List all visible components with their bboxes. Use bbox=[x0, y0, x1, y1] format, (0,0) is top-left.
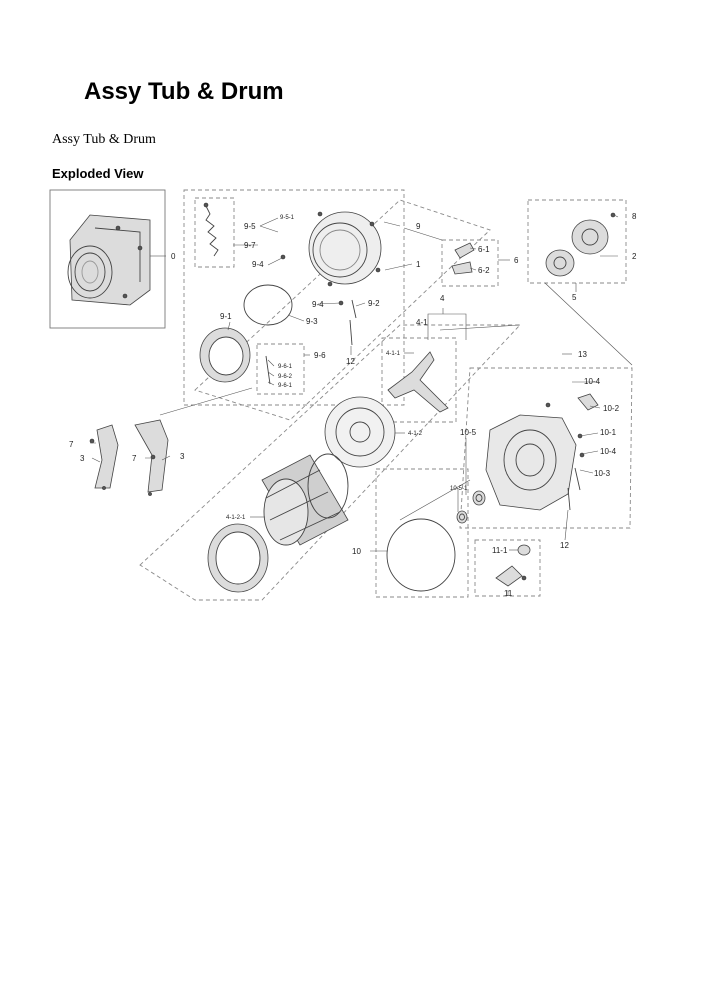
page-subtitle: Assy Tub & Drum bbox=[52, 132, 156, 147]
part-gasket-9-1 bbox=[199, 327, 251, 383]
part-bolt-7b bbox=[150, 454, 156, 460]
part-tub-rear-10 bbox=[485, 402, 585, 511]
label-6-1: 6-1 bbox=[478, 245, 490, 254]
label-4: 4 bbox=[440, 294, 445, 303]
label-9-1: 9-1 bbox=[220, 312, 232, 321]
part-spider-4-1-1 bbox=[387, 351, 449, 413]
assembly-thumbnail-frame bbox=[49, 189, 166, 329]
part-wire-ring-10 bbox=[386, 518, 456, 592]
label-6-2: 6-2 bbox=[478, 266, 490, 275]
group-box-5 bbox=[527, 199, 627, 284]
part-bolt-3a bbox=[102, 486, 106, 490]
label-3a: 3 bbox=[80, 454, 85, 463]
label-4-1-2-1: 4-1-2-1 bbox=[226, 515, 246, 521]
label-10-1: 10-1 bbox=[600, 428, 617, 437]
label-9-5: 9-5 bbox=[244, 222, 256, 231]
label-9-6-1a: 9-6-1 bbox=[278, 364, 293, 370]
part-drum-back-4-1-2 bbox=[324, 396, 396, 468]
label-1: 1 bbox=[416, 260, 421, 269]
label-2: 2 bbox=[632, 252, 637, 261]
label-4-1-1: 4-1-1 bbox=[386, 351, 401, 357]
group-box-10 bbox=[375, 468, 469, 598]
part-tub-front-9 bbox=[308, 211, 382, 287]
group-box-rear-tub bbox=[459, 367, 633, 529]
label-9-7: 9-7 bbox=[244, 241, 256, 250]
label-4-1-2: 4-1-2 bbox=[408, 431, 423, 437]
label-9-3: 9-3 bbox=[306, 317, 318, 326]
label-10-5: 10-5 bbox=[460, 428, 477, 437]
part-9-6 bbox=[265, 355, 271, 385]
section-heading: Exploded View bbox=[52, 166, 144, 181]
label-9-2: 9-2 bbox=[368, 299, 380, 308]
part-drum-front-ring-4-1-2-1 bbox=[207, 523, 269, 593]
guide-line-5 bbox=[399, 479, 471, 521]
guide-line-4 bbox=[403, 227, 443, 241]
label-0: 0 bbox=[171, 252, 176, 261]
label-3b: 3 bbox=[180, 452, 185, 461]
label-10: 10 bbox=[352, 547, 361, 556]
part-drum-4-1 bbox=[261, 453, 349, 546]
guide-line-1 bbox=[159, 387, 253, 416]
group-box-ring bbox=[194, 199, 491, 421]
label-7b: 7 bbox=[132, 454, 137, 463]
label-11-1: 11-1 bbox=[492, 546, 508, 555]
group-box-11 bbox=[474, 539, 541, 597]
label-5: 5 bbox=[572, 293, 577, 302]
leader-lines bbox=[90, 214, 619, 596]
label-13: 13 bbox=[578, 350, 587, 359]
label-10-5-1: 10-5-1 bbox=[450, 486, 468, 492]
label-10-2: 10-2 bbox=[603, 404, 620, 413]
guide-line-3 bbox=[544, 282, 633, 366]
part-seal-10-5-inner bbox=[475, 494, 483, 502]
group-box-6 bbox=[441, 239, 499, 287]
part-bolt-7a bbox=[89, 438, 95, 444]
label-9-4b: 9-4 bbox=[312, 300, 324, 309]
part-hose-11 bbox=[495, 544, 531, 587]
part-12-pin bbox=[349, 319, 353, 346]
group-box-drum bbox=[139, 324, 522, 601]
part-10-2 bbox=[577, 393, 599, 411]
part-bracket-3a bbox=[94, 424, 119, 489]
part-6-2 bbox=[451, 261, 473, 275]
label-12b: 12 bbox=[560, 541, 569, 550]
label-8: 8 bbox=[632, 212, 637, 221]
part-wire-ring-9-3 bbox=[243, 284, 293, 326]
label-7a: 7 bbox=[69, 440, 74, 449]
label-4-1: 4-1 bbox=[416, 318, 428, 327]
part-6-1 bbox=[454, 242, 475, 259]
page-title: Assy Tub & Drum bbox=[84, 78, 284, 105]
part-seal-10-5-1 bbox=[456, 510, 468, 524]
label-9: 9 bbox=[416, 222, 421, 231]
part-bolt-3b bbox=[148, 492, 152, 496]
part-pulley-5 bbox=[545, 212, 616, 277]
label-10-3: 10-3 bbox=[594, 469, 611, 478]
label-12a: 12 bbox=[346, 357, 355, 366]
label-9-5-1: 9-5-1 bbox=[280, 215, 295, 221]
assembly-thumbnail bbox=[67, 214, 151, 306]
label-9-6: 9-6 bbox=[314, 351, 326, 360]
part-seal-10-5-1-inner bbox=[459, 513, 465, 521]
part-spring-9-7 bbox=[203, 202, 219, 257]
label-10-4a: 10-4 bbox=[584, 377, 601, 386]
group-box-9-7 bbox=[194, 197, 235, 268]
label-11: 11 bbox=[504, 589, 513, 598]
label-10-4b: 10-4 bbox=[600, 447, 617, 456]
group-box-4-1 bbox=[381, 337, 457, 423]
label-9-4a: 9-4 bbox=[252, 260, 264, 269]
group-box-9-6 bbox=[256, 343, 305, 395]
label-9-6-1b: 9-6-1 bbox=[278, 383, 293, 389]
part-12b-pin bbox=[567, 487, 571, 511]
part-9-2 bbox=[351, 299, 357, 319]
part-seal-10-5 bbox=[472, 490, 486, 506]
label-9-6-2: 9-6-2 bbox=[278, 374, 293, 380]
guide-line-2 bbox=[439, 324, 521, 331]
label-6: 6 bbox=[514, 256, 519, 265]
